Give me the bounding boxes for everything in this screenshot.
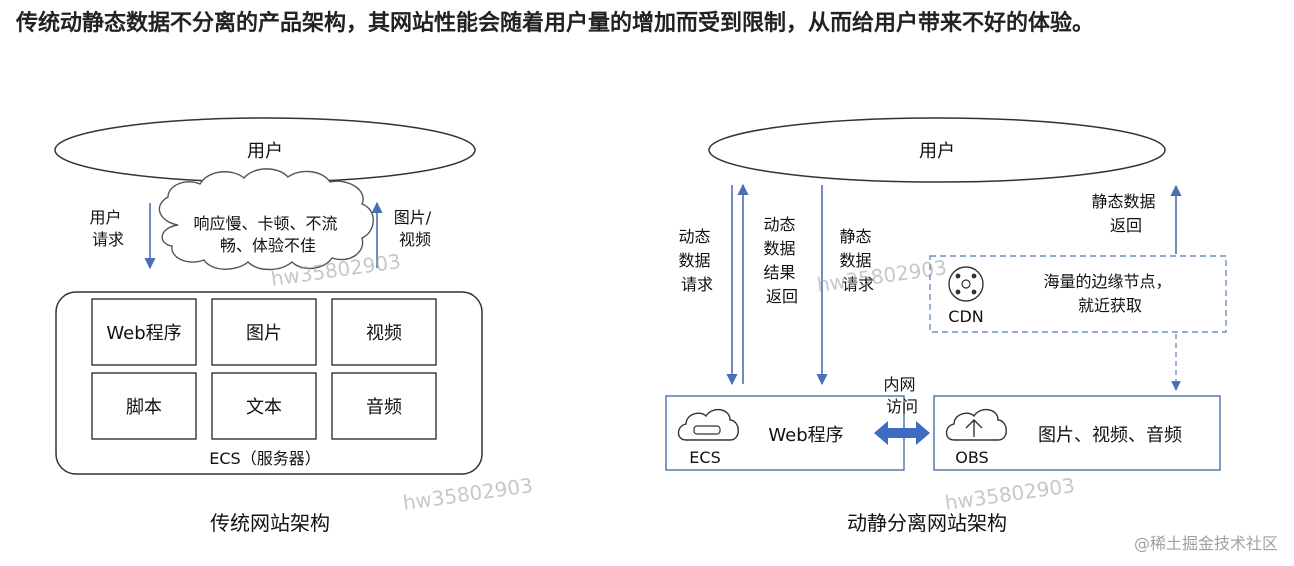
- left-cloud-text: 响应慢、卡顿、不流 畅、体验不佳: [193, 214, 342, 255]
- ecs-cloud-icon: [677, 409, 739, 441]
- web-program-label: Web程序: [768, 425, 843, 446]
- left-cell-text: 文本: [211, 372, 317, 440]
- left-return-label: 图片/ 视频: [394, 208, 437, 249]
- right-caption: 动静分离网站架构: [847, 511, 1007, 535]
- left-cell-audio: 音频: [331, 372, 437, 440]
- dynamic-return-label: 动态 数据 结果 返回: [763, 215, 800, 306]
- left-problem-cloud: [158, 168, 374, 271]
- cdn-icon: [948, 266, 984, 302]
- watermark-2: hw35802903: [815, 255, 948, 297]
- left-cell-video: 视频: [331, 298, 437, 366]
- static-request-label: 静态 数据 请求: [839, 227, 876, 294]
- obs-label: OBS: [955, 448, 988, 467]
- cdn-label: CDN: [948, 307, 983, 326]
- intro-paragraph: 传统动静态数据不分离的产品架构，其网站性能会随着用户量的增加而受到限制，从而给用…: [16, 11, 1095, 36]
- svg-text:脚本: 脚本: [126, 397, 162, 418]
- right-user-ellipse: [708, 117, 1166, 183]
- dynamic-request-label: 动态 数据 请求: [678, 227, 715, 294]
- svg-text:Web程序: Web程序: [106, 323, 181, 344]
- svg-text:文本: 文本: [246, 397, 282, 418]
- watermark-4: hw35802903: [943, 473, 1076, 515]
- right-user-label: 用户: [919, 141, 955, 162]
- attribution-text: @稀土掘金技术社区: [1133, 534, 1278, 553]
- obs-box: [933, 395, 1221, 471]
- intranet-bidir-arrow: [874, 421, 930, 445]
- left-cell-image: 图片: [211, 298, 317, 366]
- svg-text:图片: 图片: [246, 323, 282, 344]
- static-return-label: 静态数据 返回: [1091, 192, 1160, 235]
- ecs-label: ECS: [689, 448, 720, 467]
- left-cell-web: Web程序: [91, 298, 197, 366]
- obs-content-label: 图片、视频、音频: [1038, 425, 1182, 446]
- cdn-description: 海量的边缘节点， 就近获取: [1043, 272, 1176, 315]
- left-user-label: 用户: [247, 141, 283, 162]
- left-server-label: ECS（服务器）: [209, 449, 320, 468]
- watermark-3: hw35802903: [401, 473, 534, 515]
- left-caption: 传统网站架构: [210, 511, 330, 535]
- intranet-label: 内网 访问: [883, 375, 920, 416]
- svg-text:音频: 音频: [366, 397, 402, 418]
- left-cell-script: 脚本: [91, 372, 197, 440]
- obs-cloud-upload-icon: [945, 409, 1007, 441]
- svg-text:视频: 视频: [366, 323, 402, 344]
- left-request-label: 用户 请求: [89, 208, 126, 249]
